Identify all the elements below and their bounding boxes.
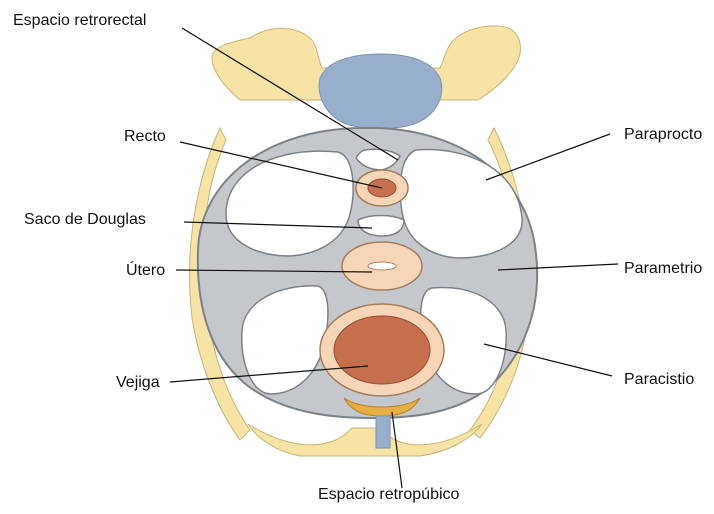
label-paraprocto: Paraprocto	[624, 126, 702, 144]
label-recto: Recto	[124, 128, 166, 146]
urethra-stalk	[376, 416, 390, 448]
label-utero: Útero	[126, 262, 165, 280]
bladder-inner	[334, 316, 430, 384]
label-paracistio: Paracistio	[624, 371, 694, 389]
uterus-cavity	[368, 262, 396, 270]
sacrum	[319, 54, 442, 129]
label-parametrio: Parametrio	[624, 260, 702, 278]
label-saco-de-douglas: Saco de Douglas	[24, 211, 146, 229]
label-espacio-retrorectal: Espacio retrorectal	[13, 12, 146, 30]
pubic-symphysis-area	[248, 424, 482, 456]
label-vejiga: Vejiga	[116, 374, 160, 392]
label-espacio-retropubico: Espacio retropúbico	[318, 486, 459, 504]
